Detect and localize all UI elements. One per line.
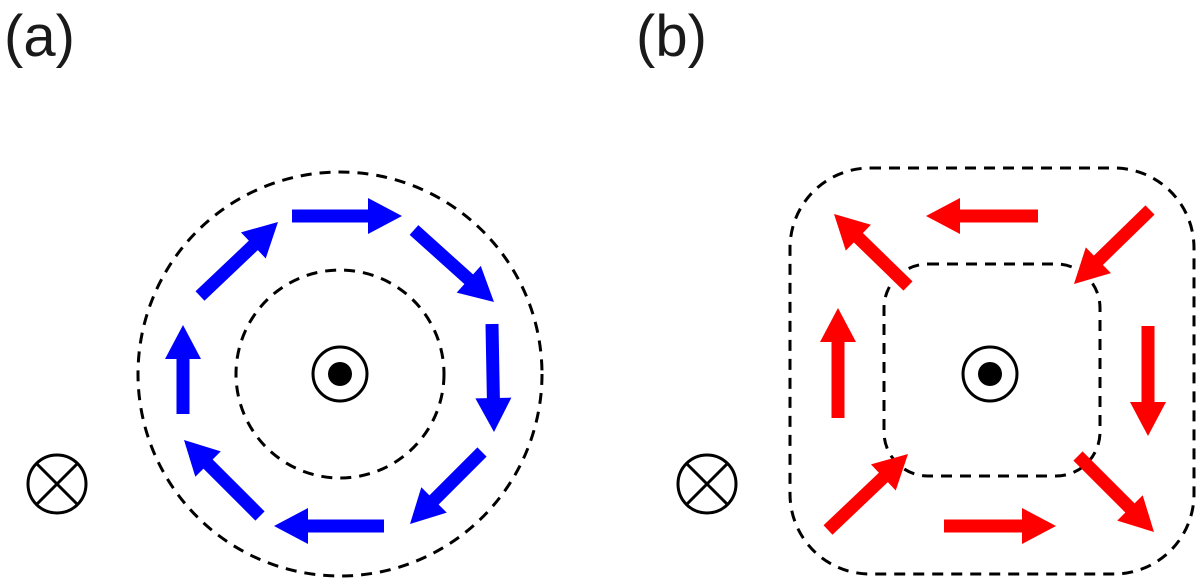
outer-boundary-loop bbox=[788, 166, 1196, 576]
blue-field-arrow bbox=[195, 222, 278, 301]
panel-b-label: (b) bbox=[636, 4, 707, 69]
red-field-arrow bbox=[834, 214, 913, 291]
red-field-arrow bbox=[823, 454, 908, 535]
red-field-arrow bbox=[926, 198, 1038, 234]
arrow-group-a bbox=[165, 198, 512, 544]
blue-field-arrow bbox=[274, 508, 384, 544]
red-field-arrow bbox=[1074, 205, 1155, 284]
blue-field-arrow bbox=[165, 325, 201, 414]
outer-boundary-loop bbox=[136, 170, 544, 578]
blue-field-arrow bbox=[475, 323, 512, 432]
red-field-arrow bbox=[1073, 451, 1154, 532]
panel-a-diagram bbox=[26, 170, 544, 578]
blue-field-arrow bbox=[184, 440, 265, 521]
blue-field-arrow bbox=[410, 447, 487, 524]
center-current-dot-icon bbox=[311, 345, 369, 403]
inner-boundary-loop bbox=[882, 262, 1102, 478]
inner-boundary-loop bbox=[234, 268, 446, 480]
side-current-cross-icon bbox=[676, 453, 738, 515]
side-current-cross-icon bbox=[26, 453, 88, 515]
panel-b-diagram bbox=[676, 166, 1196, 576]
red-field-arrow bbox=[944, 508, 1056, 544]
red-field-arrow bbox=[820, 308, 856, 418]
arrow-group-b bbox=[820, 198, 1166, 544]
red-field-arrow bbox=[1130, 326, 1166, 436]
blue-field-arrow bbox=[292, 198, 402, 234]
blue-field-arrow bbox=[409, 225, 494, 302]
center-current-dot-icon bbox=[961, 345, 1019, 403]
panel-a-label: (a) bbox=[4, 4, 75, 69]
